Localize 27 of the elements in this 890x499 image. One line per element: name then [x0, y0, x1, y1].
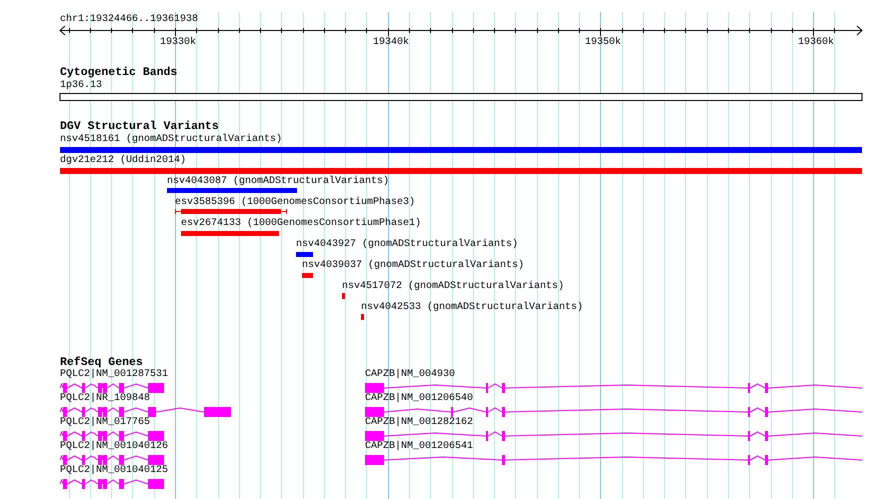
- track-title: DGV Structural Variants: [60, 121, 219, 133]
- variant-label: esv2674133 (1000GenomesConsortiumPhase1): [181, 218, 422, 230]
- variant-label: esv3585396 (1000GenomesConsortiumPhase3): [175, 197, 416, 209]
- tick-label: 19360k: [798, 37, 834, 49]
- coordinate-range: chr1:19324466..19361938: [60, 14, 198, 26]
- tick-label: 19330k: [160, 37, 196, 49]
- variant-label: nsv4518161 (gnomADStructuralVariants): [60, 134, 282, 146]
- transcript-label: PQLC2|NM_001040125: [60, 465, 168, 477]
- transcript-label: PQLC2|NR_109848: [60, 393, 150, 405]
- band-label: 1p36.13: [60, 80, 102, 92]
- variant-label: nsv4043087 (gnomADStructuralVariants): [167, 176, 390, 188]
- variant-label: nsv4042533 (gnomADStructuralVariants): [361, 302, 584, 314]
- transcript-label: PQLC2|NM_017765: [60, 417, 150, 429]
- variant-label: nsv4043927 (gnomADStructuralVariants): [296, 239, 518, 251]
- transcript-label: PQLC2|NM_001040126: [60, 441, 168, 453]
- tick-label: 19350k: [585, 37, 622, 49]
- variant-label: dgv21e212 (Uddin2014): [60, 155, 186, 167]
- track-title: Cytogenetic Bands: [60, 67, 178, 79]
- track-title: RefSeq Genes: [60, 357, 143, 369]
- tick-label: 19340k: [373, 37, 410, 49]
- transcript-label: CAPZB|NM_004930: [365, 369, 456, 381]
- transcript-label: PQLC2|NM_001287531: [60, 369, 168, 381]
- variant-label: nsv4517072 (gnomADStructuralVariants): [342, 281, 564, 293]
- transcript-label: CAPZB|NM_001206541: [365, 441, 474, 453]
- variant-label: nsv4039037 (gnomADStructuralVariants): [302, 260, 524, 272]
- transcript-label: CAPZB|NM_001206540: [365, 393, 474, 405]
- transcript-label: CAPZB|NM_001282162: [365, 417, 474, 429]
